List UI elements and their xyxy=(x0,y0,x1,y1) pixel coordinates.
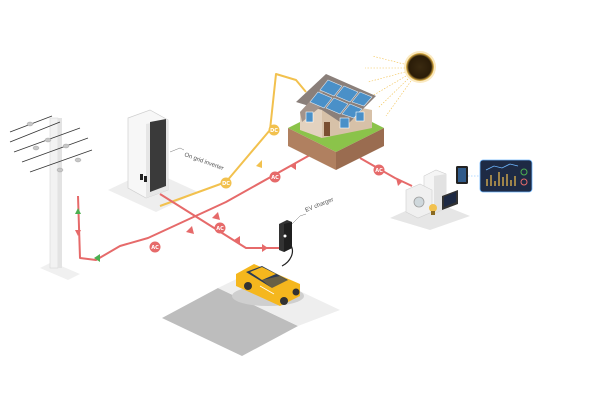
ac-tag: AC xyxy=(214,222,226,234)
svg-text:AC: AC xyxy=(151,245,159,251)
dc-arrow xyxy=(256,160,262,168)
ac-arrow xyxy=(262,244,268,252)
svg-text:AC: AC xyxy=(271,175,279,181)
charger-label-leader xyxy=(291,213,307,225)
ac-tag: AC xyxy=(373,164,385,176)
inverter-label-leader xyxy=(169,147,185,153)
ac-line-house-to-grid xyxy=(77,154,311,261)
svg-text:DC: DC xyxy=(270,128,278,134)
appliance-slab xyxy=(390,200,470,230)
appliances xyxy=(405,166,468,219)
solar-panels xyxy=(309,79,373,119)
charger-label: EV charger xyxy=(305,197,335,214)
inverter-label: On grid inverter xyxy=(183,152,224,172)
dc-power-line xyxy=(159,73,307,207)
utility-pole xyxy=(9,115,93,280)
svg-text:AC: AC xyxy=(216,226,224,232)
sun xyxy=(365,51,436,117)
electric-car xyxy=(232,264,304,306)
svg-text:DC: DC xyxy=(222,181,230,187)
grid-arrow xyxy=(75,208,81,214)
parking-shadow xyxy=(162,288,298,356)
dc-tag: DC xyxy=(220,177,232,189)
ac-line-inverter-to-charger xyxy=(159,193,282,249)
dc-tag: DC xyxy=(268,124,280,136)
monitoring-screen xyxy=(479,159,533,193)
ac-tag: AC xyxy=(149,241,161,253)
ac-tag: AC xyxy=(269,171,281,183)
house xyxy=(288,74,384,170)
ac-arrow xyxy=(212,212,220,220)
ac-arrow xyxy=(290,162,296,170)
ac-line-house-to-appliances xyxy=(359,157,413,187)
grid-arrow xyxy=(94,254,100,262)
ev-charger xyxy=(279,220,294,267)
ac-arrow xyxy=(234,236,240,244)
ac-arrow xyxy=(186,226,194,234)
ac-arrow xyxy=(396,178,402,186)
on-grid-inverter xyxy=(127,109,169,199)
svg-text:AC: AC xyxy=(375,168,383,174)
ac-arrow xyxy=(75,230,81,236)
